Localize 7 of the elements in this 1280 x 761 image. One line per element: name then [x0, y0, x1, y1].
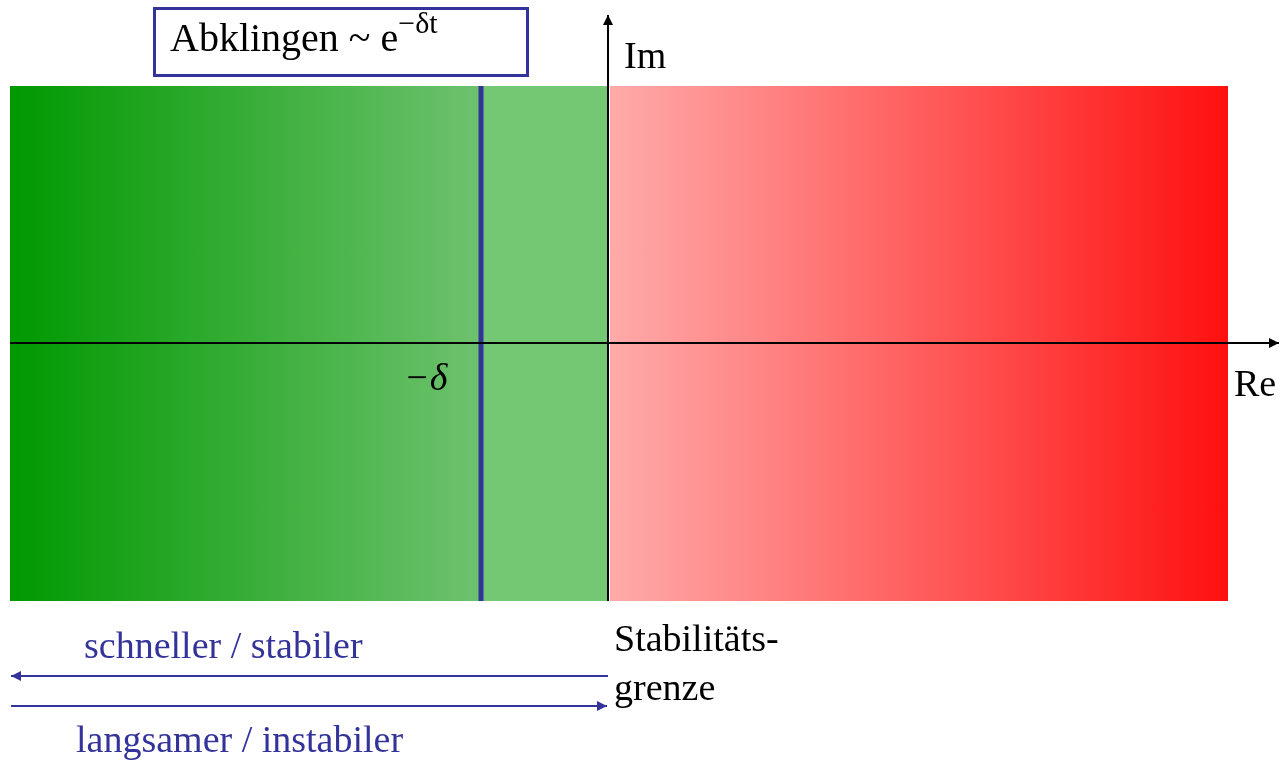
formula-box: Abklingen ~ e$^{−δt}$ — [153, 7, 529, 77]
axis-label: Re — [1234, 364, 1277, 402]
boundary-label: Stabilitäts- grenze — [614, 616, 780, 711]
axis-label: −δ — [404, 358, 448, 396]
direction-label: schneller / stabiler — [84, 626, 363, 664]
direction-label: langsamer / instabiler — [76, 720, 404, 758]
axis-label: Im — [624, 36, 667, 74]
